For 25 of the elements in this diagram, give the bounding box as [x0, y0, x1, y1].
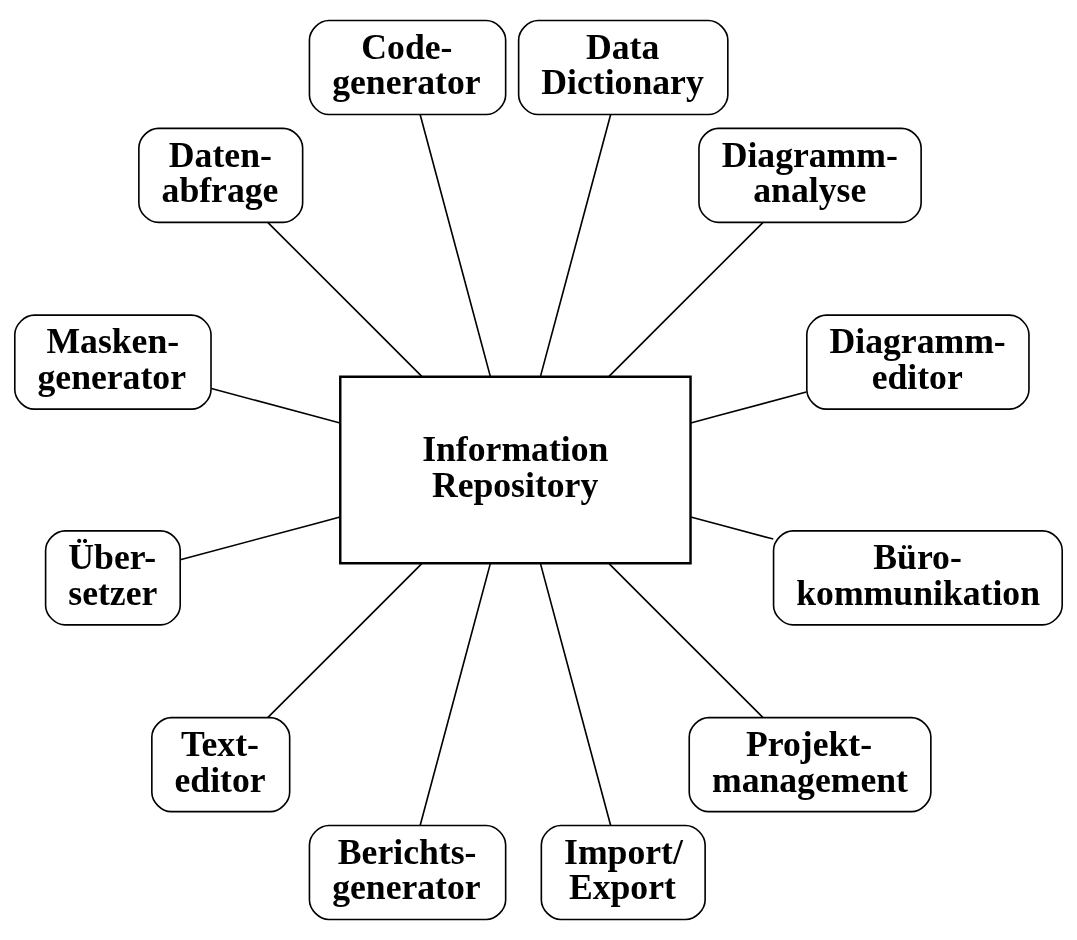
node-box: Diagramm- editor	[806, 314, 1030, 410]
connector	[267, 562, 423, 719]
node-box: Import/ Export	[540, 824, 706, 921]
connector	[419, 562, 492, 827]
node-box: Projekt- management	[688, 716, 932, 813]
connector	[608, 562, 764, 719]
node-box: Berichts- generator	[308, 824, 507, 921]
connector	[419, 113, 492, 378]
connector	[689, 516, 775, 540]
connector	[539, 113, 612, 378]
node-box: Diagramm- analyse	[698, 127, 922, 224]
connector	[689, 391, 808, 424]
connector	[608, 221, 764, 378]
connector	[539, 562, 612, 827]
node-box: Masken- generator	[14, 314, 212, 410]
node-box: Information Repository	[339, 375, 692, 565]
node-box: Text- editor	[151, 716, 291, 813]
node-box: Data Dictionary	[517, 19, 729, 116]
node-box: Daten- abfrage	[138, 127, 304, 224]
connector	[210, 387, 341, 424]
connector	[267, 221, 423, 378]
connector	[179, 516, 341, 561]
node-box: Über- setzer	[44, 530, 181, 626]
node-box: Büro- kommunikation	[772, 530, 1063, 626]
node-box: Code- generator	[308, 19, 507, 116]
